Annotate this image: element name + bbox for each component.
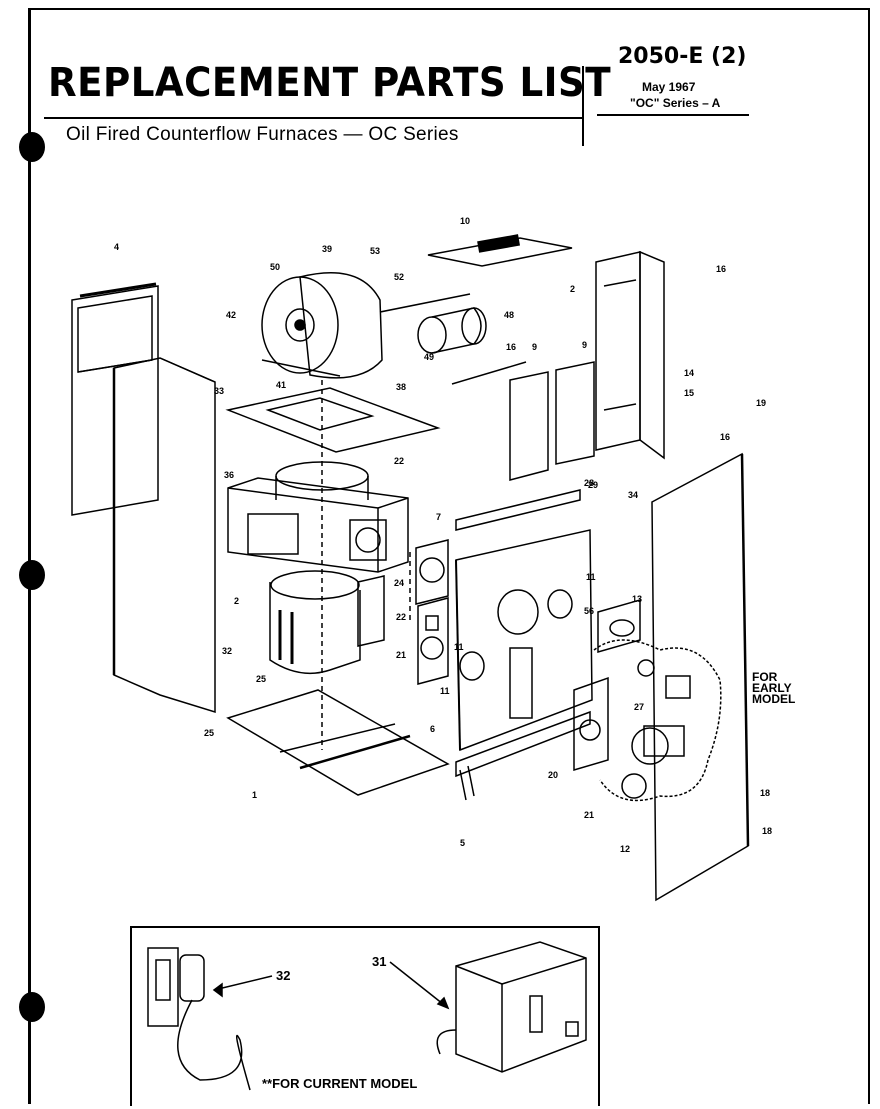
callout-36: 36 bbox=[224, 470, 234, 480]
bottom-rail bbox=[455, 710, 591, 801]
callout-18: 18 bbox=[762, 826, 772, 836]
callout-6: 6 bbox=[430, 724, 435, 734]
assembly-centerlines bbox=[321, 380, 411, 750]
callout-48: 48 bbox=[504, 310, 514, 320]
callout-13: 13 bbox=[632, 594, 642, 604]
callout-11: 11 bbox=[454, 642, 464, 652]
callout-34: 34 bbox=[628, 490, 638, 500]
callout-39: 39 bbox=[322, 244, 332, 254]
thermostat-cord bbox=[147, 947, 273, 1091]
callout-25: 25 bbox=[256, 674, 266, 684]
callout-21: 21 bbox=[396, 650, 406, 660]
callout-4: 4 bbox=[114, 242, 119, 252]
page-frame bbox=[19, 8, 870, 1104]
callout-31: 31 bbox=[372, 954, 386, 969]
base-pan bbox=[226, 689, 450, 796]
right-rear-panel bbox=[595, 250, 665, 460]
callout-24: 24 bbox=[394, 578, 404, 588]
combustion-chamber bbox=[269, 570, 361, 675]
callout-25: 25 bbox=[204, 728, 214, 738]
baffle-panels bbox=[451, 361, 595, 481]
callout-32: 32 bbox=[222, 646, 232, 656]
document-series: "OC" Series – A bbox=[630, 96, 721, 110]
blower-motor bbox=[379, 293, 487, 354]
document-date: May 1967 bbox=[642, 80, 696, 94]
callout-22: 22 bbox=[394, 456, 404, 466]
callout-11: 11 bbox=[440, 686, 450, 696]
callout-16: 16 bbox=[720, 432, 730, 442]
left-side-panel bbox=[112, 357, 216, 714]
callout-21: 21 bbox=[584, 810, 594, 820]
callout-19: 19 bbox=[756, 398, 766, 408]
page-subtitle: Oil Fired Counterflow Furnaces — OC Seri… bbox=[66, 124, 459, 145]
current-model-note: **FOR CURRENT MODEL bbox=[262, 1076, 418, 1091]
oil-burner-assembly bbox=[573, 599, 722, 802]
title-underline bbox=[44, 117, 582, 119]
callout-56: 56 bbox=[584, 606, 594, 616]
early-model-note: FOR EARLY MODEL bbox=[752, 670, 796, 706]
callout-11: 11 bbox=[586, 572, 596, 582]
callout-28: 28 bbox=[584, 478, 594, 488]
current-model-inset bbox=[130, 926, 600, 1106]
callout-15: 15 bbox=[684, 388, 694, 398]
sight-plates bbox=[357, 539, 449, 685]
front-panel bbox=[455, 529, 593, 752]
binder-hole bbox=[19, 560, 45, 590]
binder-hole bbox=[19, 992, 45, 1022]
callout-49: 49 bbox=[424, 352, 434, 362]
page-title: REPLACEMENT PARTS LIST bbox=[48, 60, 612, 106]
top-cover-plate bbox=[225, 387, 441, 453]
callout-53: 53 bbox=[370, 246, 380, 256]
callout-38: 38 bbox=[396, 382, 406, 392]
callout-1: 1 bbox=[252, 790, 257, 800]
callout-14: 14 bbox=[684, 368, 694, 378]
document-number: 2050-E (2) bbox=[618, 44, 747, 69]
primary-control bbox=[389, 941, 587, 1073]
callout-32: 32 bbox=[276, 968, 290, 983]
callout-27: 27 bbox=[634, 702, 644, 712]
callout-9: 9 bbox=[532, 342, 537, 352]
callout-16: 16 bbox=[506, 342, 516, 352]
callout-22: 22 bbox=[396, 612, 406, 622]
blower-housing bbox=[261, 272, 383, 379]
top-panel bbox=[427, 234, 573, 267]
callout-12: 12 bbox=[620, 844, 630, 854]
callout-18: 18 bbox=[760, 788, 770, 798]
callout-2: 2 bbox=[570, 284, 575, 294]
binder-hole bbox=[19, 132, 45, 162]
callout-2: 2 bbox=[234, 596, 239, 606]
callout-41: 41 bbox=[276, 380, 286, 390]
upper-rail bbox=[455, 489, 581, 531]
callout-7: 7 bbox=[436, 512, 441, 522]
callout-42: 42 bbox=[226, 310, 236, 320]
right-side-panel bbox=[651, 452, 750, 902]
callout-16: 16 bbox=[716, 264, 726, 274]
callout-33: 33 bbox=[214, 386, 224, 396]
document-rule bbox=[597, 114, 749, 116]
callout-52: 52 bbox=[394, 272, 404, 282]
callout-9: 9 bbox=[582, 340, 587, 350]
callout-5: 5 bbox=[460, 838, 465, 848]
callout-10: 10 bbox=[460, 216, 470, 226]
callout-20: 20 bbox=[548, 770, 558, 780]
title-divider bbox=[582, 66, 584, 146]
callout-29: 29 bbox=[588, 480, 598, 490]
callout-50: 50 bbox=[270, 262, 280, 272]
